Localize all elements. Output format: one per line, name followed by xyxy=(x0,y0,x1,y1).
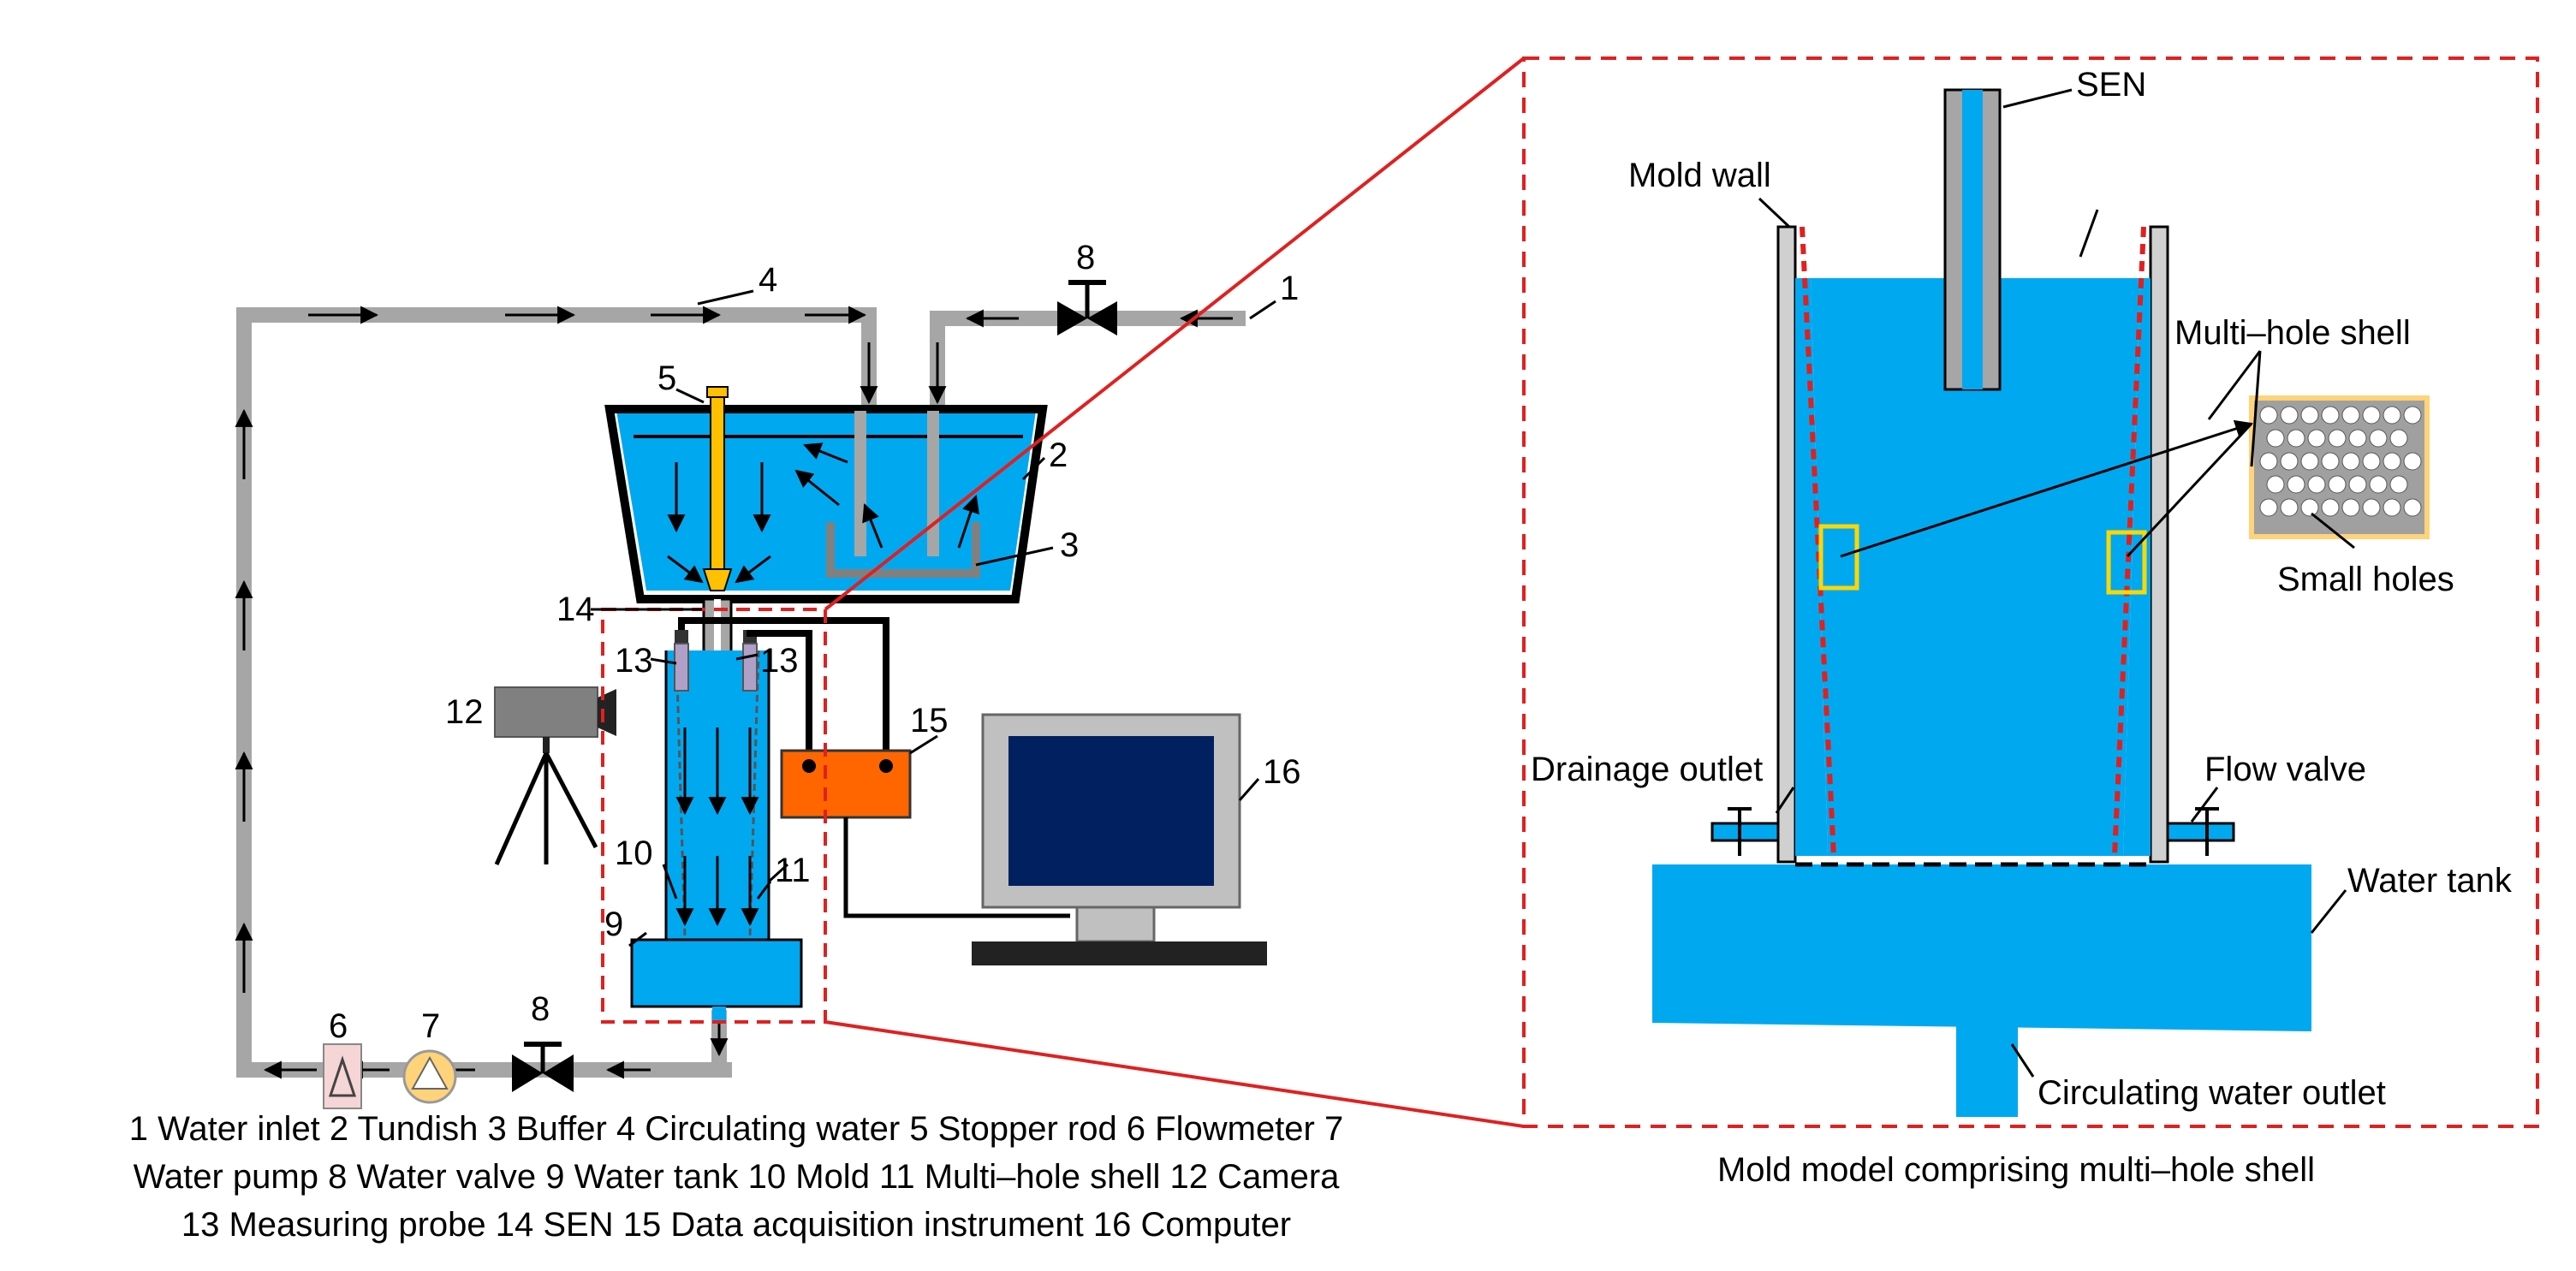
small-holes-inset xyxy=(2249,395,2430,539)
small-hole xyxy=(2348,475,2367,494)
label-flow-valve: Flow valve xyxy=(2204,751,2366,788)
detail-mold xyxy=(1652,88,2311,1117)
tundish xyxy=(604,405,1048,603)
water-valve-top xyxy=(1057,280,1117,336)
measuring-probes xyxy=(674,617,889,753)
small-hole xyxy=(2259,498,2278,517)
label-7: 7 xyxy=(421,1007,440,1045)
small-hole xyxy=(2328,475,2347,494)
label-15: 15 xyxy=(910,702,949,739)
label-5: 5 xyxy=(657,359,676,397)
label-mold-wall: Mold wall xyxy=(1628,157,1771,194)
small-hole xyxy=(2389,475,2408,494)
label-8-bottom: 8 xyxy=(531,990,550,1028)
small-hole xyxy=(2321,498,2340,517)
label-13-right: 13 xyxy=(760,642,799,680)
label-4: 4 xyxy=(759,261,777,299)
small-hole xyxy=(2287,475,2305,494)
small-hole xyxy=(2280,406,2299,425)
small-hole xyxy=(2280,452,2299,471)
small-hole xyxy=(2362,406,2381,425)
small-hole xyxy=(2403,406,2422,425)
label-1: 1 xyxy=(1280,270,1299,307)
label-14: 14 xyxy=(556,591,595,628)
small-hole xyxy=(2321,452,2340,471)
small-hole xyxy=(2383,406,2401,425)
small-hole xyxy=(2362,452,2381,471)
small-hole xyxy=(2403,498,2422,517)
label-water-tank: Water tank xyxy=(2347,862,2513,900)
detail-leaders xyxy=(1758,88,2355,1078)
water-tank-small xyxy=(630,938,803,1024)
water-pump xyxy=(402,1049,457,1104)
flowmeter xyxy=(323,1043,362,1109)
small-hole xyxy=(2259,452,2278,471)
small-hole xyxy=(2259,406,2278,425)
label-circulating-water-outlet: Circulating water outlet xyxy=(2038,1074,2386,1112)
small-hole xyxy=(2266,475,2285,494)
small-hole xyxy=(2300,406,2319,425)
small-hole xyxy=(2341,452,2360,471)
small-hole xyxy=(2321,406,2340,425)
water-valve-bottom xyxy=(512,1042,574,1092)
detail-caption: Mold model comprising multi–hole shell xyxy=(1717,1151,2315,1189)
computer xyxy=(972,713,1267,965)
small-hole xyxy=(2307,475,2326,494)
small-hole xyxy=(2287,429,2305,448)
zoom-callout-left xyxy=(601,56,1526,1128)
detail-panel xyxy=(1522,56,2539,1128)
label-small-holes: Small holes xyxy=(2277,561,2454,598)
small-hole xyxy=(2341,406,2360,425)
small-hole xyxy=(2300,452,2319,471)
small-hole xyxy=(2328,429,2347,448)
number-leaders xyxy=(591,289,1276,947)
small-hole xyxy=(2307,429,2326,448)
label-multi-hole-shell: Multi–hole shell xyxy=(2174,314,2411,352)
small-hole xyxy=(2348,429,2367,448)
mold-small xyxy=(664,650,770,941)
label-8-top: 8 xyxy=(1076,239,1095,276)
small-hole xyxy=(2280,498,2299,517)
label-9: 9 xyxy=(604,906,623,943)
small-hole xyxy=(2383,498,2401,517)
legend-line-3: 13 Measuring probe 14 SEN 15 Data acquis… xyxy=(181,1206,1291,1244)
stopper-rod xyxy=(702,386,733,591)
small-hole xyxy=(2389,429,2408,448)
legend-line-1: 1 Water inlet 2 Tundish 3 Buffer 4 Circu… xyxy=(129,1110,1343,1148)
label-13-left: 13 xyxy=(615,642,653,680)
small-hole xyxy=(2403,452,2422,471)
label-11: 11 xyxy=(775,852,811,889)
label-6: 6 xyxy=(329,1007,348,1045)
small-hole xyxy=(2266,429,2285,448)
label-sen: SEN xyxy=(2076,66,2146,104)
legend-line-2: Water pump 8 Water valve 9 Water tank 10… xyxy=(134,1158,1341,1196)
small-hole xyxy=(2369,475,2388,494)
label-2: 2 xyxy=(1049,437,1068,474)
data-acquisition-instrument xyxy=(780,749,1070,918)
camera xyxy=(494,686,616,866)
small-hole xyxy=(2383,452,2401,471)
label-3: 3 xyxy=(1060,526,1079,564)
small-hole xyxy=(2341,498,2360,517)
label-12: 12 xyxy=(445,693,484,731)
label-drainage-outlet: Drainage outlet xyxy=(1531,751,1763,788)
small-hole xyxy=(2362,498,2381,517)
small-hole xyxy=(2300,498,2319,517)
small-hole xyxy=(2369,429,2388,448)
label-16: 16 xyxy=(1263,753,1301,791)
label-10: 10 xyxy=(615,834,653,872)
